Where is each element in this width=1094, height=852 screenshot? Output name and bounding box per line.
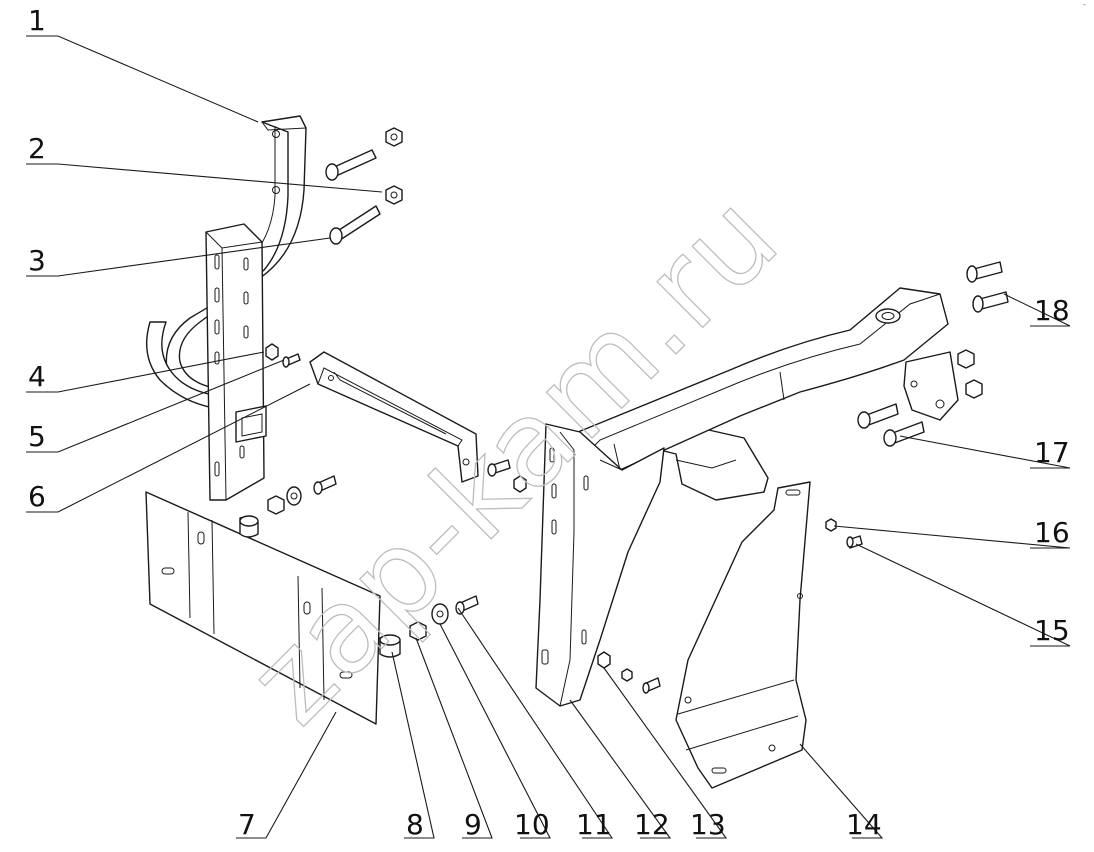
shield-plate <box>675 481 811 789</box>
callout-14: 14 <box>846 808 882 841</box>
callout-10: 10 <box>514 808 550 841</box>
corner-mark: ‐ <box>1082 0 1086 10</box>
left-bracket-assembly <box>145 115 479 725</box>
callout-18: 18 <box>1034 294 1070 327</box>
callout-labels: 1 2 3 4 5 6 7 8 9 10 11 12 13 14 15 16 1… <box>28 4 1070 841</box>
callout-11: 11 <box>576 808 612 841</box>
callout-5: 5 <box>28 420 46 453</box>
callout-3: 3 <box>28 244 46 277</box>
cross-beam <box>577 287 949 471</box>
callout-leaders <box>26 35 1071 839</box>
washers-nuts-middle <box>379 595 479 658</box>
right-fasteners <box>487 261 1009 694</box>
right-frame-assembly <box>535 287 959 789</box>
callout-15: 15 <box>1034 614 1070 647</box>
callout-7: 7 <box>238 808 256 841</box>
callout-4: 4 <box>28 360 46 393</box>
small-fasteners-left <box>239 343 337 538</box>
callout-13: 13 <box>690 808 726 841</box>
callout-8: 8 <box>406 808 424 841</box>
mounting-plate <box>145 491 381 725</box>
callout-6: 6 <box>28 480 46 513</box>
callout-17: 17 <box>1034 436 1070 469</box>
callout-9: 9 <box>464 808 482 841</box>
callout-1: 1 <box>28 4 46 37</box>
callout-2: 2 <box>28 132 46 165</box>
bolts-upper <box>325 127 403 245</box>
callout-16: 16 <box>1034 516 1070 549</box>
right-vertical-channel <box>535 423 665 707</box>
long-bracket <box>309 351 479 483</box>
callout-12: 12 <box>634 808 670 841</box>
